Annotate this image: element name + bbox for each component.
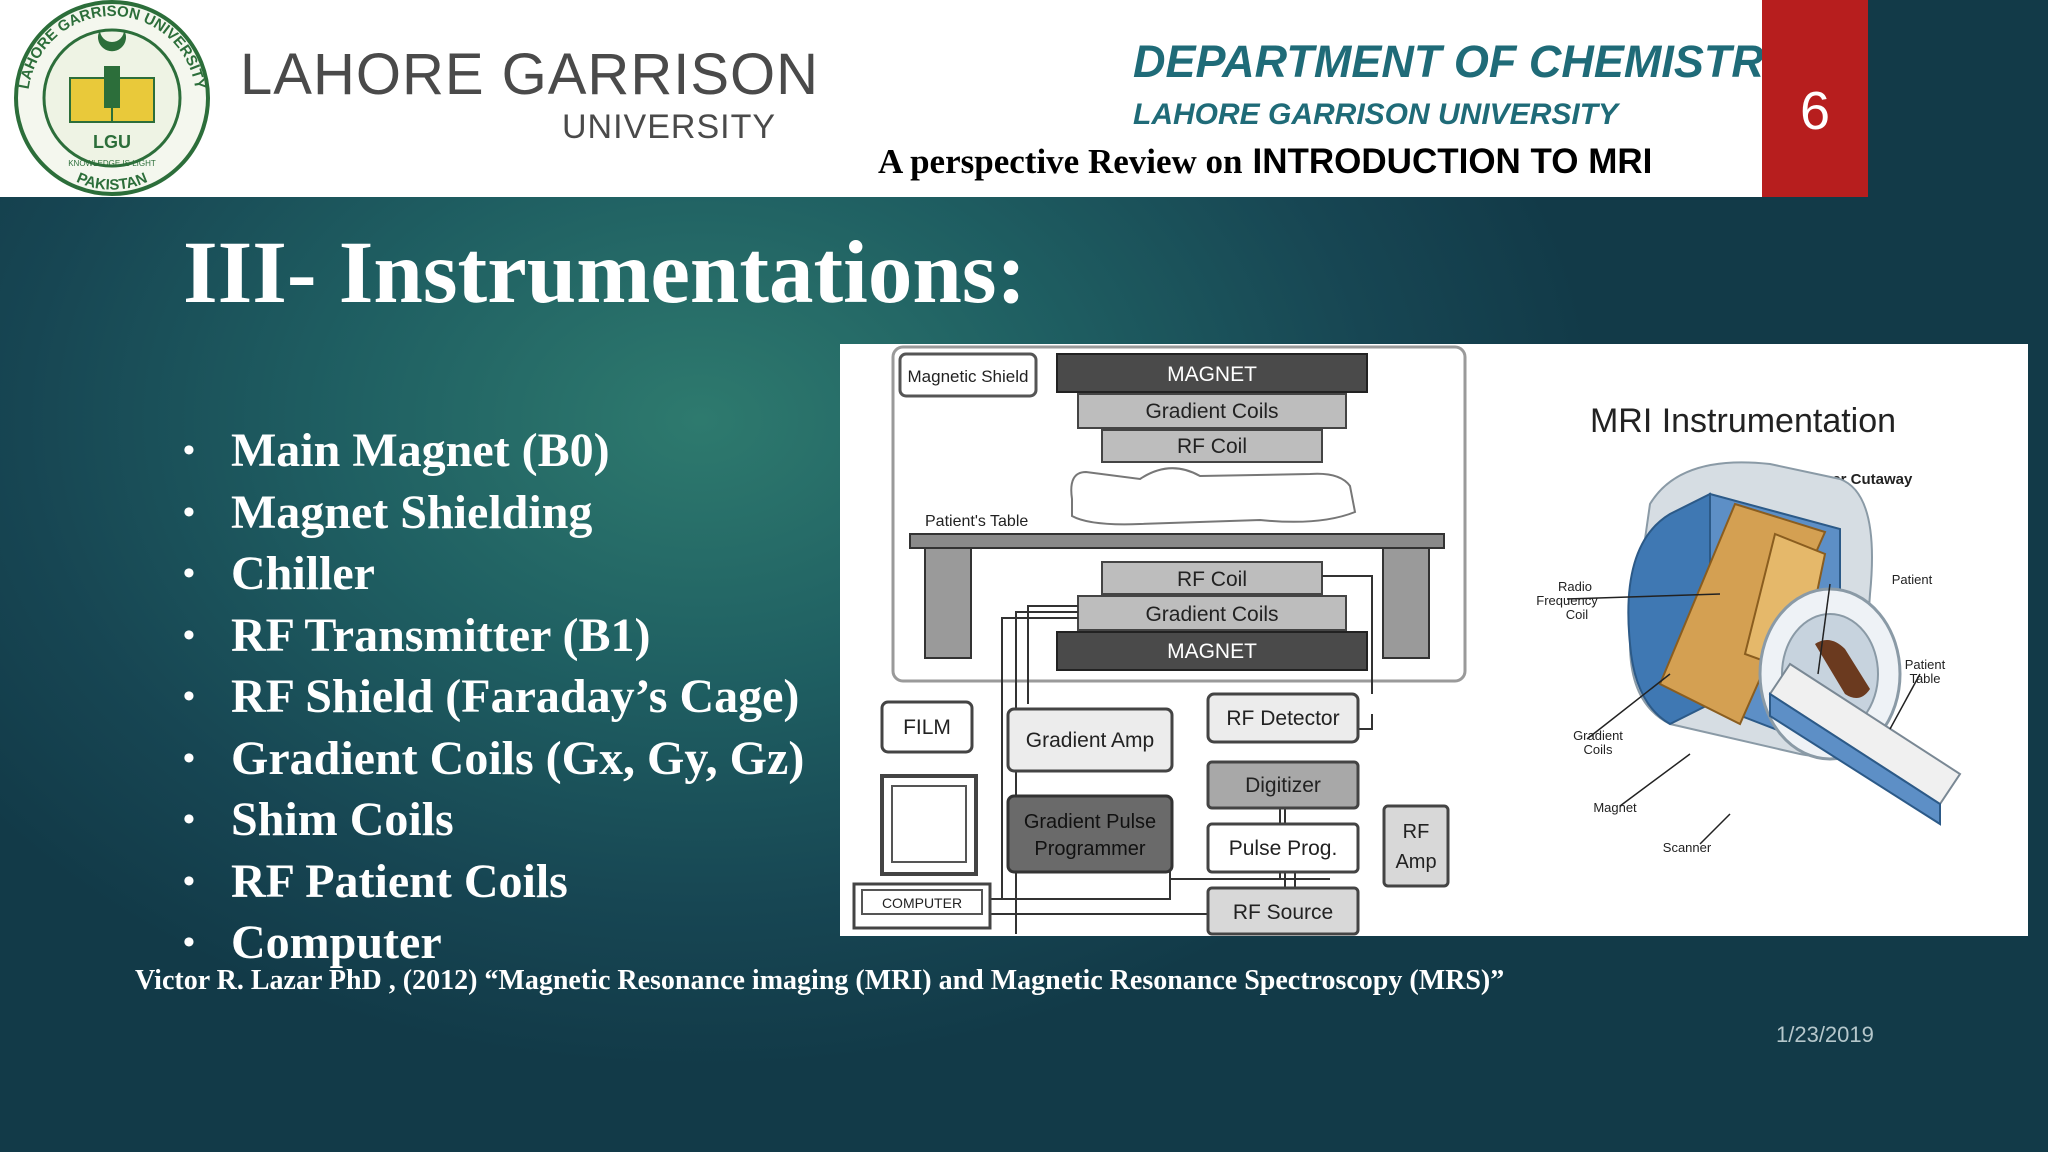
- mri-scanner-cutaway-icon: [1627, 461, 1962, 826]
- logo-motto: KNOWLEDGE IS LIGHT: [68, 159, 156, 168]
- list-item-text: Magnet Shielding: [231, 485, 593, 539]
- rf-amp-label-line1: RF: [1403, 821, 1430, 843]
- logo-inner-text: LGU: [93, 132, 131, 152]
- label-scanner: Scanner: [1663, 840, 1712, 855]
- mri-instrumentation-title: MRI Instrumentation: [1590, 402, 1896, 440]
- magnet-bottom-label: MAGNET: [1167, 640, 1257, 663]
- bullet-list: • Main Magnet (B0) • Magnet Shielding • Chi…: [183, 420, 804, 974]
- list-item-text: Computer: [231, 916, 442, 969]
- gradient-pulse-programmer-box: [1006, 794, 1174, 874]
- rf-source-label: RF Source: [1233, 901, 1333, 924]
- bullet-icon: •: [183, 555, 195, 592]
- list-item: • RF Shield (Faraday’s Cage): [183, 666, 804, 728]
- film-label: FILM: [903, 716, 951, 739]
- rf-detector-label: RF Detector: [1226, 707, 1339, 730]
- list-item: • RF Patient Coils: [183, 851, 804, 913]
- department-name: DEPARTMENT OF CHEMISTRY: [1133, 36, 1794, 87]
- label-gradient-coils-line2: Coils: [1584, 742, 1613, 757]
- review-prefix: A perspective Review on: [878, 142, 1243, 181]
- bullet-icon: •: [183, 678, 195, 715]
- label-patient-table-line2: Table: [1909, 671, 1940, 686]
- list-item: • Shim Coils: [183, 789, 804, 851]
- gradient-amp-label: Gradient Amp: [1026, 729, 1154, 752]
- rf-coil-top: [1101, 429, 1323, 463]
- list-item-text: RF Shield (Faraday’s Cage): [231, 670, 800, 723]
- pulse-prog-label: Pulse Prog.: [1229, 837, 1338, 860]
- rf-amp-label-line2: Amp: [1395, 851, 1436, 873]
- magnet-bottom: [1056, 631, 1368, 671]
- gradient-coils-top-label: Gradient Coils: [1145, 400, 1278, 423]
- bullet-icon: •: [183, 616, 195, 654]
- rf-source-box: [1206, 886, 1360, 936]
- slide-number: 6: [1799, 81, 1831, 141]
- label-gradient-coils-line1: Gradient: [1573, 728, 1623, 743]
- torch-icon: [104, 66, 120, 108]
- bullet-icon: •: [183, 862, 195, 900]
- gradient-coils-bottom: [1077, 595, 1347, 631]
- gradient-pulse-label-line1: Gradient Pulse: [1024, 811, 1156, 833]
- label-patient: Patient: [1892, 572, 1933, 587]
- digitizer-box: [1206, 760, 1360, 810]
- digitizer-label: Digitizer: [1245, 774, 1321, 797]
- list-item: • RF Transmitter (B1): [183, 605, 804, 667]
- gradient-amp-box: [1006, 707, 1174, 773]
- list-item: • Gradient Coils (Gx, Gy, Gz): [183, 728, 804, 790]
- patient-outline-icon: [1070, 467, 1357, 526]
- university-logo: LAHORE GARRISON UNIVERSITY PAKISTAN LGU …: [14, 0, 210, 196]
- magnetic-shield-label: Magnetic Shield: [908, 367, 1029, 386]
- header-banner: LAHORE GARRISON UNIVERSITY PAKISTAN LGU …: [0, 0, 1793, 197]
- list-item: • Main Magnet (B0): [183, 420, 804, 482]
- film-box: [880, 700, 974, 754]
- computer-label: COMPUTER: [882, 895, 962, 911]
- rf-coil-top-label: RF Coil: [1177, 435, 1247, 458]
- label-rf-coil-line3: Coil: [1566, 607, 1589, 622]
- slide-number-tab: 6: [1762, 0, 1868, 197]
- list-item: • Chiller: [183, 543, 804, 605]
- bullet-icon: •: [183, 493, 195, 531]
- magnetic-shield-label-box: [898, 352, 1038, 398]
- label-rf-coil-line1: Radio: [1558, 579, 1592, 594]
- list-item-text: Shim Coils: [231, 793, 454, 846]
- pulse-prog-box: [1206, 822, 1360, 874]
- rf-coil-bottom-label: RF Coil: [1177, 568, 1247, 591]
- bullet-icon: •: [183, 739, 195, 777]
- citation: Victor R. Lazar PhD , (2012) “Magnetic R…: [135, 965, 1505, 996]
- department-subtitle: LAHORE GARRISON UNIVERSITY: [1133, 98, 1619, 131]
- callout-lines: [1566, 583, 1921, 845]
- university-subtitle: UNIVERSITY: [562, 108, 777, 146]
- rf-coil-bottom: [1101, 561, 1323, 595]
- slide-date: 1/23/2019: [1776, 1022, 1874, 1047]
- crescent-icon: [98, 30, 126, 52]
- table-leg-left: [924, 547, 972, 659]
- list-item-text: RF Patient Coils: [231, 854, 568, 908]
- list-item-text: Gradient Coils (Gx, Gy, Gz): [231, 731, 805, 785]
- review-topic: INTRODUCTION TO MRI: [1252, 142, 1653, 181]
- list-item: • Computer: [183, 912, 804, 974]
- list-item-text: Main Magnet (B0): [231, 424, 610, 477]
- rf-detector-box: [1206, 692, 1360, 744]
- label-patient-table-line1: Patient: [1905, 657, 1946, 672]
- gradient-coils-bottom-label: Gradient Coils: [1145, 603, 1278, 626]
- patients-table-label: Patient's Table: [925, 513, 1028, 530]
- bullet-icon: •: [183, 801, 195, 838]
- magnet-top: [1056, 353, 1368, 393]
- table-leg-right: [1382, 547, 1430, 659]
- gradient-coils-top: [1077, 393, 1347, 429]
- label-magnet: Magnet: [1593, 800, 1637, 815]
- mri-diagram: Magnetic Shield MAGNET Gradient Coils RF…: [852, 345, 1962, 936]
- rf-amp-box: [1382, 804, 1450, 888]
- list-item-text: Chiller: [231, 547, 375, 600]
- label-rf-coil-line2: Frequency: [1536, 593, 1598, 608]
- gradient-pulse-label-line2: Programmer: [1034, 838, 1145, 860]
- magnet-top-label: MAGNET: [1167, 363, 1257, 386]
- list-item: • Magnet Shielding: [183, 482, 804, 544]
- slide-title: III- Instrumentations:: [183, 224, 1027, 322]
- bullet-icon: •: [183, 432, 195, 469]
- bullet-icon: •: [183, 924, 195, 961]
- list-item-text: RF Transmitter (B1): [231, 608, 651, 662]
- university-name: LAHORE GARRISON: [240, 42, 819, 107]
- mri-instrumentation-figure: Magnetic Shield MAGNET Gradient Coils RF…: [840, 344, 2028, 936]
- patient-table-top: [909, 533, 1445, 549]
